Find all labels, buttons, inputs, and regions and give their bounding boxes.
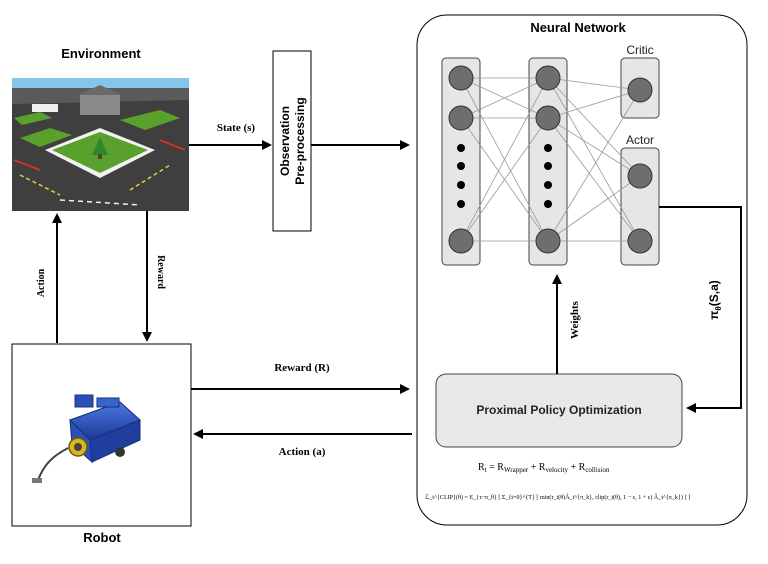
- reward-r-label: Reward (R): [274, 362, 330, 374]
- critic-label: Critic: [626, 43, 653, 57]
- actor-label: Actor: [626, 133, 654, 147]
- observation-box: [272, 50, 312, 232]
- network-nodes: [448, 65, 653, 254]
- reward-equation: Rt = RWrapper + Rvelocity + Rcollision: [478, 462, 610, 474]
- clip-objective-equation: ℒ_t^{CLIP}(θ) = E_{τ~π_θ} [ Σ_{t=0}^{T} …: [425, 493, 690, 501]
- state-label: State (s): [217, 122, 256, 134]
- ellipsis-dots: [457, 144, 552, 208]
- weights-label: Weights: [569, 300, 581, 339]
- svg-text:πθ(S,a): πθ(S,a): [707, 280, 723, 320]
- environment-image: [12, 78, 189, 211]
- network-connections: [460, 77, 641, 242]
- robot-title: Robot: [83, 530, 121, 545]
- ppo-box: [435, 373, 683, 448]
- input-layer: [441, 57, 481, 266]
- hidden-layer: [528, 57, 568, 266]
- neural-network-title: Neural Network: [530, 20, 626, 35]
- reward-label: Reward: [155, 255, 166, 289]
- policy-label: πθ(S,a): [707, 280, 723, 320]
- action-label: Action: [36, 268, 47, 297]
- preprocessing-label: Pre-processing: [293, 97, 307, 184]
- observation-label: Observation: [278, 106, 292, 176]
- policy-arrow: [659, 206, 742, 413]
- action-a-label: Action (a): [279, 446, 326, 458]
- ppo-label: Proximal Policy Optimization: [476, 403, 641, 417]
- environment-title: Environment: [61, 46, 141, 61]
- robot-image: [32, 394, 141, 483]
